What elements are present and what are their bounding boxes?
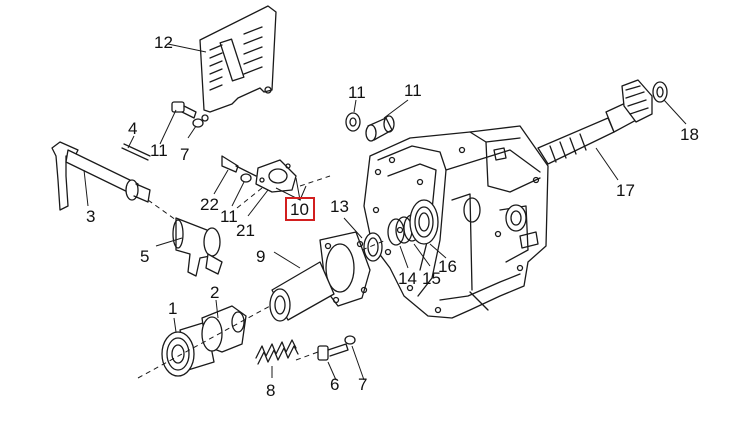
callout-11-top: 11 [348,83,366,102]
part-20-washer [652,81,668,103]
callout-6: 6 [330,375,339,394]
callout-1: 1 [168,299,177,318]
part-8-spring [255,339,299,365]
part-11-washer-mid [240,173,252,183]
part-9-bearing-carrier [269,231,371,322]
callout-17: 15 [422,269,441,288]
callout-10: 10 [290,200,309,219]
part-4-pin [121,143,151,161]
callout-13: 11 [150,141,168,160]
part-20-pinion-gear [621,79,653,123]
part-15-seal-ring [363,232,383,262]
part-7-washer-bottom [344,335,356,345]
callout-21: 21 [236,221,255,240]
callout-9: 9 [256,247,265,266]
callout-20: 18 [680,125,699,144]
callout-18: 16 [438,257,457,276]
callout-11-mid: 11 [220,207,238,226]
part-13-bolt [171,101,197,119]
callout-7-bottom: 7 [358,375,367,394]
part-18-bearing [409,199,439,245]
part-19-output-shaft [537,99,641,165]
part-2-bearing-sleeve [201,305,247,353]
callout-14: 12 [154,33,173,52]
part-14-cover-plate [199,5,277,122]
part-22-bolt [221,155,257,177]
part-3-fork-shaft [51,141,151,211]
assembly-axis-lines [137,175,387,379]
callout-5: 5 [140,247,149,266]
callout-7-top: 7 [180,145,189,164]
callout-4: 4 [128,119,137,138]
callout-8: 8 [266,381,275,400]
callout-19: 17 [616,181,635,200]
part-21-cover-flange [255,159,297,193]
callout-2: 2 [210,283,219,302]
callout-labels: 12 4 11 7 3 5 22 11 21 10 11 11 13 9 14 … [86,33,699,400]
part-6-bolt [317,343,349,361]
part-12-bushing [365,115,395,142]
callout-16: 14 [398,269,417,288]
callout-10-highlight-box [285,197,315,221]
callout-15: 13 [330,197,349,216]
callout-22: 22 [200,195,219,214]
callout-3: 3 [86,207,95,226]
part-7-washer-top [192,118,204,128]
part-11-washer-top [345,112,361,132]
part-5-fork [172,217,223,277]
callout-12: 11 [404,81,422,100]
